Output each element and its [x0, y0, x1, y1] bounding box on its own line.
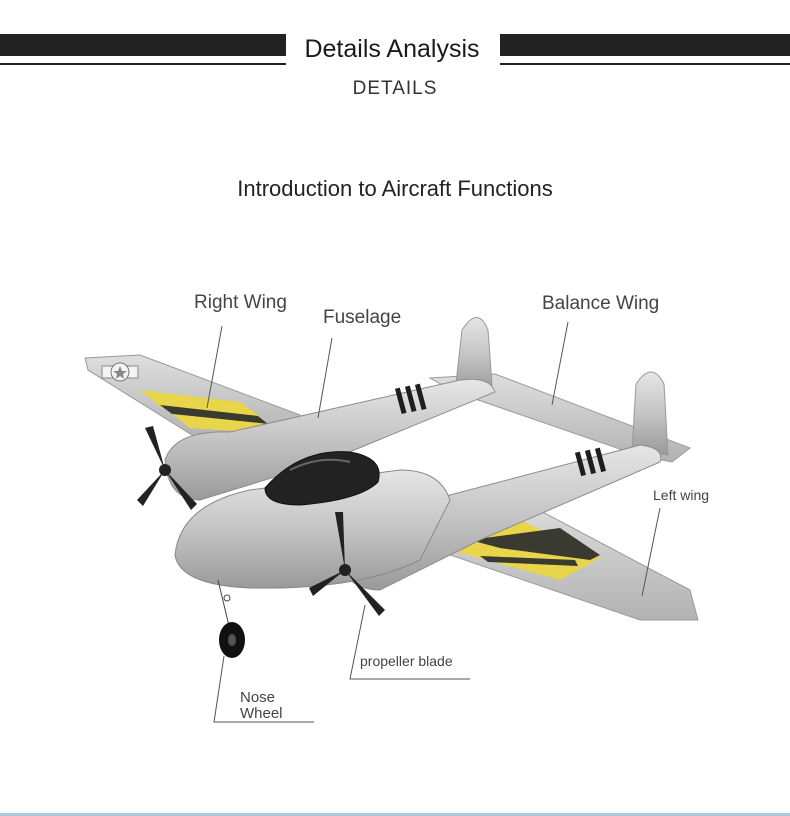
header-line-right	[500, 63, 790, 65]
section-heading: Introduction to Aircraft Functions	[237, 176, 553, 201]
page-title: Details Analysis	[292, 30, 492, 68]
label-right-wing: Right Wing	[194, 292, 287, 313]
page-subtitle: DETAILS	[352, 78, 438, 99]
label-balance-wing: Balance Wing	[542, 293, 660, 314]
nose-wheel	[217, 579, 245, 658]
bottom-divider	[0, 813, 790, 816]
fuselage	[164, 378, 662, 591]
propeller-blade	[309, 512, 385, 616]
label-fuselage: Fuselage	[323, 307, 402, 328]
header-bar-left	[0, 34, 286, 56]
label-propeller-blade: propeller blade	[360, 653, 453, 669]
header-line-left	[0, 63, 286, 65]
label-nose-wheel-line2: Wheel	[240, 705, 283, 722]
label-left-wing: Left wing	[653, 487, 710, 503]
label-nose-wheel-line1: Nose	[240, 689, 276, 706]
header-bar-right	[500, 34, 790, 56]
leader-lines	[206, 321, 661, 723]
propeller-right	[137, 426, 197, 510]
